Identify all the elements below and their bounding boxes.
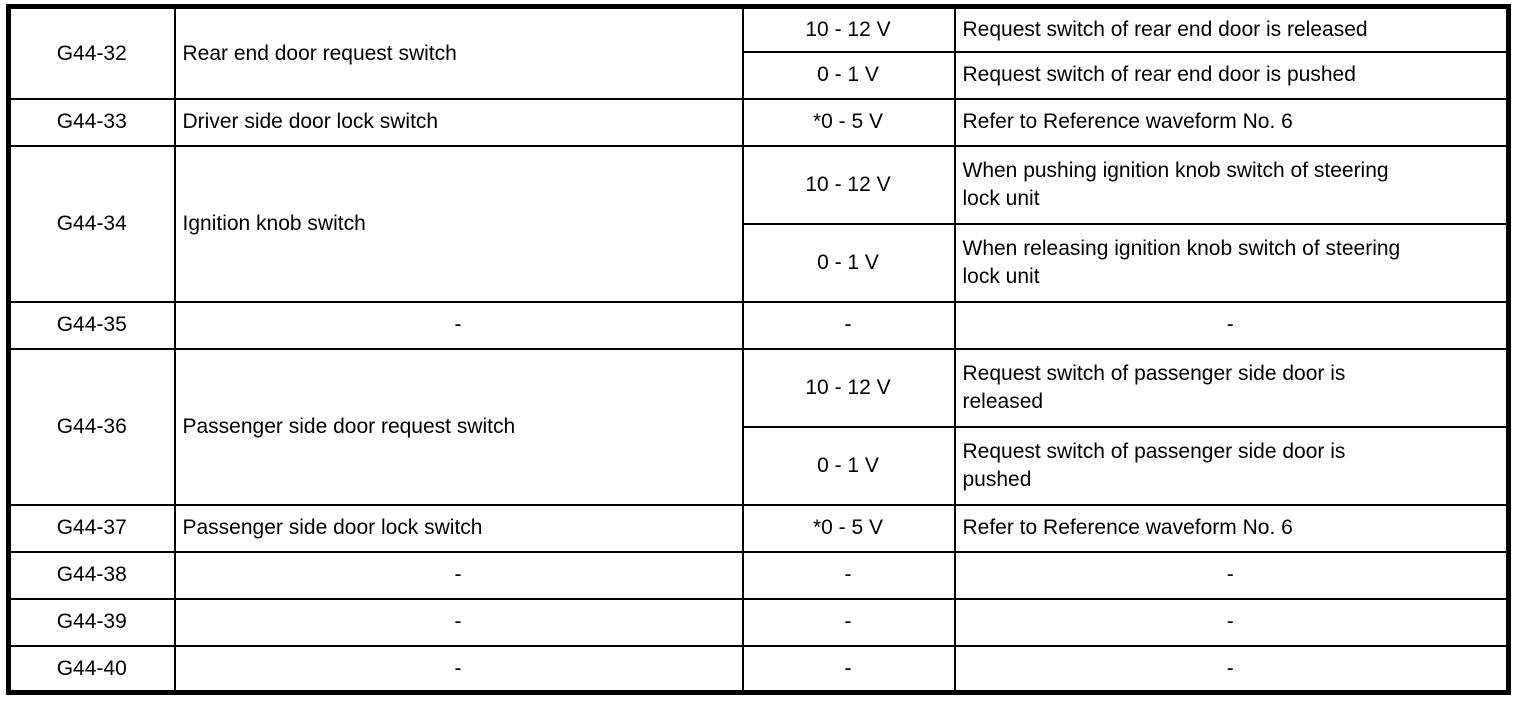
voltage-cell: - xyxy=(741,550,956,600)
table-row: G44-35 - - - xyxy=(7,300,1510,350)
voltage-cell: 0 - 1 V xyxy=(741,425,956,506)
condition-cell: When pushing ignition knob switch of ste… xyxy=(953,144,1510,225)
voltage-cell: - xyxy=(741,300,956,350)
voltage-cell: 0 - 1 V xyxy=(741,222,956,303)
description-cell: Driver side door lock switch xyxy=(173,97,744,147)
table-row: G44-38 - - - xyxy=(7,550,1510,600)
condition-cell: Request switch of rear end door is pushe… xyxy=(953,50,1510,100)
terminal-voltage-table: G44-32 Rear end door request switch 10 -… xyxy=(6,4,1511,695)
table-row: G44-34 Ignition knob switch 10 - 12 V Wh… xyxy=(7,144,1510,303)
description-cell: Passenger side door lock switch xyxy=(173,503,744,553)
description-cell: - xyxy=(173,597,744,647)
description-cell: Ignition knob switch xyxy=(173,144,744,303)
description-cell: Rear end door request switch xyxy=(173,5,744,100)
voltage-cell: - xyxy=(741,597,956,647)
terminal-cell: G44-36 xyxy=(7,347,176,506)
table-row: G44-33 Driver side door lock switch *0 -… xyxy=(7,97,1510,147)
terminal-cell: G44-40 xyxy=(7,644,176,694)
voltage-cell: 10 - 12 V xyxy=(741,144,956,225)
voltage-cell: 10 - 12 V xyxy=(741,5,956,53)
table-row: G44-32 Rear end door request switch 10 -… xyxy=(7,5,1510,100)
voltage-cell: - xyxy=(741,644,956,694)
terminal-cell: G44-37 xyxy=(7,503,176,553)
description-cell: - xyxy=(173,644,744,694)
table-row: 0 - 1 V When releasing ignition knob swi… xyxy=(9,222,1510,303)
terminal-cell: G44-35 xyxy=(7,300,176,350)
terminal-cell: G44-39 xyxy=(7,597,176,647)
condition-cell: Refer to Reference waveform No. 6 xyxy=(953,97,1510,147)
terminal-cell: G44-34 xyxy=(7,144,176,303)
table-row: 0 - 1 V Request switch of passenger side… xyxy=(9,425,1510,506)
voltage-cell: *0 - 5 V xyxy=(741,97,956,147)
table-row: G44-36 Passenger side door request switc… xyxy=(7,347,1510,506)
description-cell: - xyxy=(173,550,744,600)
condition-cell: - xyxy=(953,300,1510,350)
description-cell: - xyxy=(173,300,744,350)
condition-cell: - xyxy=(953,644,1510,694)
voltage-cell: *0 - 5 V xyxy=(741,503,956,553)
terminal-cell: G44-32 xyxy=(7,5,176,100)
condition-cell: Request switch of passenger side door is… xyxy=(953,347,1510,428)
voltage-cell: 0 - 1 V xyxy=(741,50,956,100)
condition-cell: Request switch of rear end door is relea… xyxy=(953,5,1510,53)
condition-cell: When releasing ignition knob switch of s… xyxy=(953,222,1510,303)
terminal-cell: G44-33 xyxy=(7,97,176,147)
condition-cell: Refer to Reference waveform No. 6 xyxy=(953,503,1510,553)
table-row: 0 - 1 V Request switch of rear end door … xyxy=(9,50,1510,100)
table-row: G44-40 - - - xyxy=(7,644,1510,694)
table-row: G44-37 Passenger side door lock switch *… xyxy=(7,503,1510,553)
condition-cell: Request switch of passenger side door is… xyxy=(953,425,1510,506)
terminal-cell: G44-38 xyxy=(7,550,176,600)
condition-cell: - xyxy=(953,550,1510,600)
table-row: G44-39 - - - xyxy=(7,597,1510,647)
description-cell: Passenger side door request switch xyxy=(173,347,744,506)
voltage-cell: 10 - 12 V xyxy=(741,347,956,428)
condition-cell: - xyxy=(953,597,1510,647)
